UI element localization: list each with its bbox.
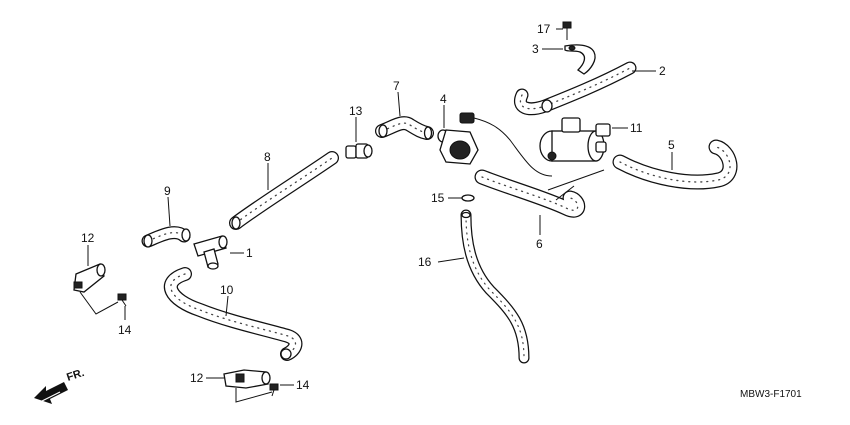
callout-8: 8 [264, 150, 271, 164]
callout-5: 5 [668, 138, 675, 152]
hose-5 [612, 139, 738, 190]
callout-11: 11 [630, 121, 643, 135]
hose-7 [375, 116, 434, 140]
callout-9: 9 [164, 184, 171, 198]
callout-13: 13 [349, 104, 363, 118]
screw-14-lower [269, 383, 279, 397]
connector-13 [345, 143, 373, 159]
bracket-12-lower [223, 369, 273, 403]
hose-2 [514, 61, 637, 116]
t-joint-1 [193, 235, 228, 270]
screw-14-upper [117, 293, 127, 307]
clamp-3 [564, 44, 596, 75]
drawing-code: MBW3-F1701 [740, 389, 802, 400]
callout-1: 1 [246, 246, 253, 260]
bracket-12-upper [73, 263, 119, 315]
callout-16: 16 [418, 255, 432, 269]
callout-14-upper: 14 [118, 323, 132, 337]
callout-12-upper: 12 [81, 231, 95, 245]
callout-14-lower: 14 [296, 378, 310, 392]
hose-8 [229, 151, 339, 230]
hose-16 [460, 209, 530, 364]
callout-2: 2 [659, 64, 666, 78]
callout-15: 15 [431, 191, 445, 205]
callout-7: 7 [393, 79, 400, 93]
clip-15 [461, 194, 475, 202]
callout-3: 3 [532, 42, 539, 56]
valve-4 [437, 112, 553, 177]
callout-10: 10 [220, 283, 234, 297]
hose-10 [164, 267, 303, 361]
front-marker-label: FR. [65, 367, 86, 384]
bolt-17 [562, 21, 572, 40]
valve-11 [539, 117, 611, 162]
front-direction-arrow-icon [34, 382, 68, 404]
hose-6 [474, 169, 586, 218]
callout-17: 17 [537, 22, 551, 36]
callout-4: 4 [440, 92, 447, 106]
callout-6: 6 [536, 237, 543, 251]
callout-12-lower: 12 [190, 371, 204, 385]
hose-9 [141, 226, 191, 248]
